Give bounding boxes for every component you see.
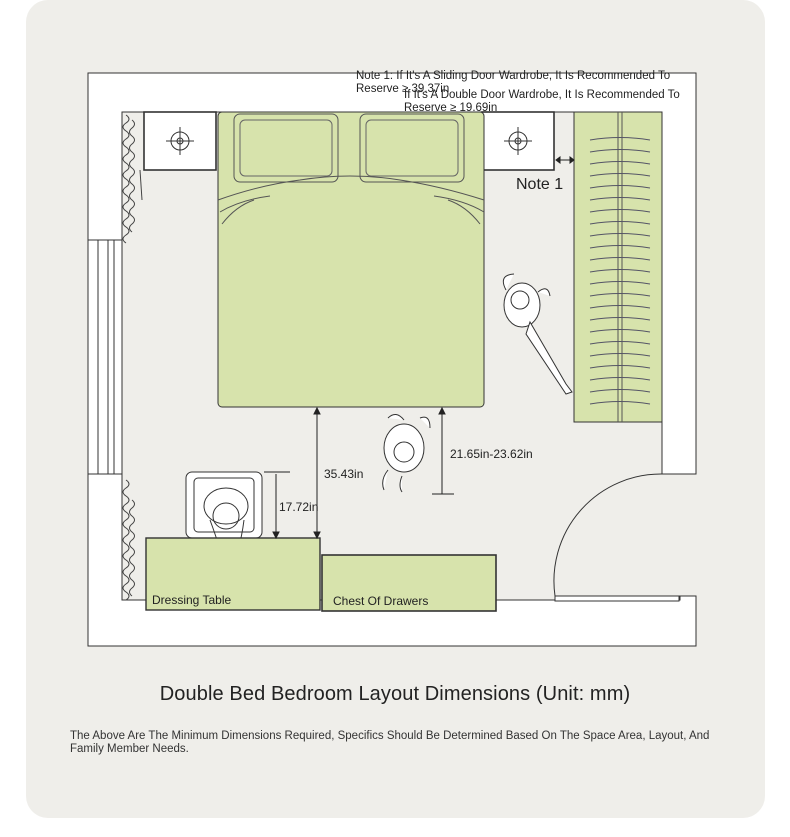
dressing-table	[145, 537, 321, 611]
person-near-wardrobe	[502, 273, 573, 395]
person-walkway	[382, 414, 431, 493]
door	[553, 473, 680, 602]
dim-bed-to-dresser-line	[313, 406, 321, 540]
note-arrow	[555, 156, 575, 164]
note-sliding-text: Note 1: If It's A Sliding Door Wardrobe,…	[356, 70, 671, 95]
nightstand-right	[481, 111, 555, 171]
chest-of-drawers	[321, 554, 497, 612]
chest-of-drawers-label: Chest Of Drawers	[333, 594, 429, 608]
wardrobe	[573, 111, 663, 423]
dim-bed-to-dresser-label: 35.43in	[324, 467, 364, 481]
caption-body: The Above Are The Minimum Dimensions Req…	[70, 730, 710, 755]
curtain-bottom	[122, 479, 135, 601]
dim-chair-label: 17.72in	[279, 500, 319, 514]
curtain-top	[122, 114, 143, 244]
dressing-table-label: Dressing Table	[152, 593, 232, 607]
nightstand-left	[143, 111, 217, 171]
room-walls	[87, 72, 697, 647]
dim-chair-line	[264, 471, 290, 540]
dim-walkway-line	[432, 406, 454, 495]
note-double-text: If It's A Double Door Wardrobe, It Is Re…	[404, 89, 680, 114]
caption-title: Double Bed Bedroom Layout Dimensions (Un…	[159, 683, 631, 705]
note-label: Note 1	[516, 176, 564, 193]
dim-walkway-label: 21.65in-23.62in	[450, 447, 533, 461]
double-bed	[217, 111, 485, 408]
floor-plan	[87, 72, 697, 647]
